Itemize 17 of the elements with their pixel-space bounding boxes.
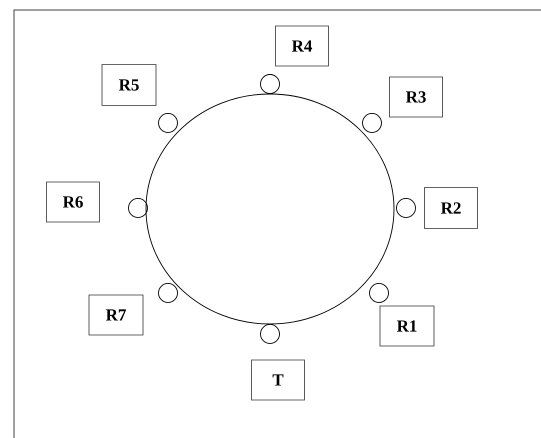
small-circle xyxy=(260,74,280,94)
small-circle xyxy=(158,283,178,303)
small-circle xyxy=(369,283,389,303)
small-circle xyxy=(362,113,382,133)
label-box: R1 xyxy=(380,306,434,346)
small-circle xyxy=(158,113,178,133)
label-box: R2 xyxy=(424,187,478,229)
label-box: R4 xyxy=(275,26,329,66)
ring-circle xyxy=(146,94,394,324)
label-box: T xyxy=(251,360,305,400)
label-box: R3 xyxy=(389,76,443,118)
small-circle xyxy=(128,198,148,218)
small-circle xyxy=(396,198,416,218)
label-box: R7 xyxy=(88,294,144,336)
small-circle xyxy=(260,324,280,344)
label-box: R5 xyxy=(102,64,156,106)
label-box: R6 xyxy=(46,182,100,222)
